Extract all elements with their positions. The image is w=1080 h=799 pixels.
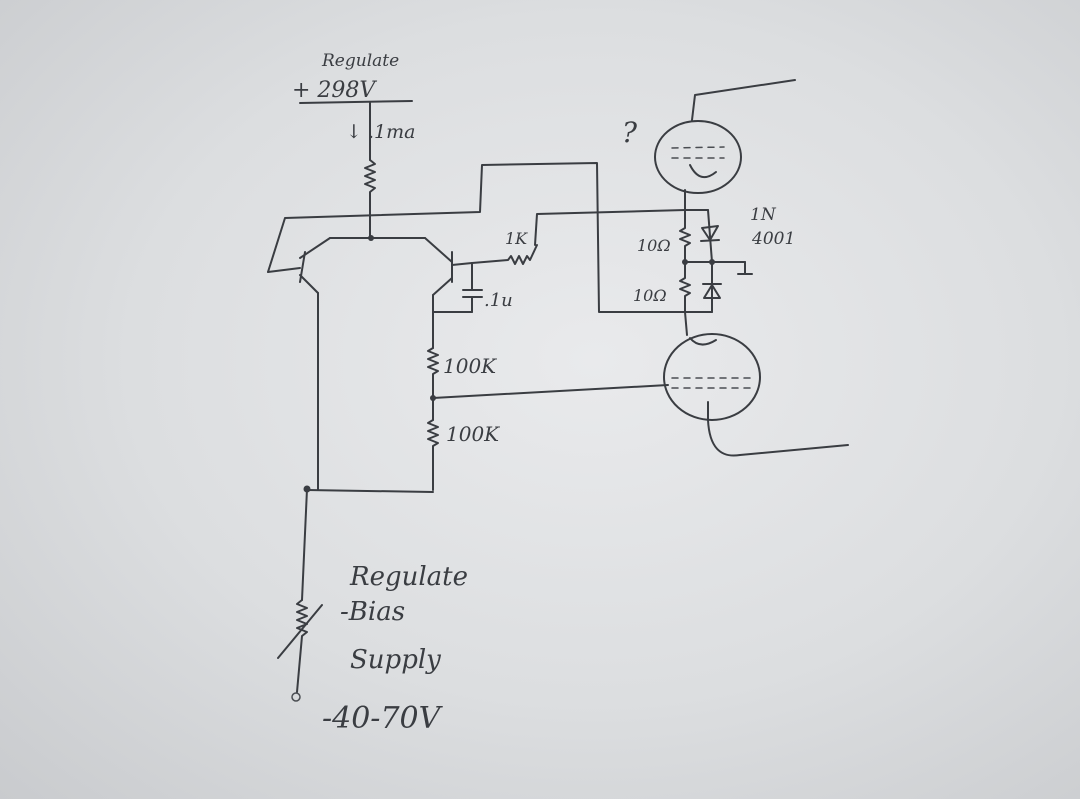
grid-wire: [432, 384, 669, 399]
supply-resistor: [364, 159, 376, 239]
resistor-1k: [471, 244, 538, 265]
diode-bottom: [702, 261, 722, 313]
resistor-10-bottom: [679, 261, 691, 313]
bias-voltage-range: -40-70V: [322, 701, 444, 736]
left-transistor: [267, 237, 331, 491]
label-100k-lower: 100K: [446, 422, 500, 446]
resistor-10-top: [679, 209, 691, 263]
upper-tube: [654, 79, 796, 211]
supply-rail: [299, 100, 413, 161]
tube-question-mark: ?: [622, 116, 638, 149]
label-capacitor: .1u: [484, 290, 513, 311]
label-diode-line1: 1N: [750, 205, 777, 225]
right-transistor: [424, 237, 473, 313]
bias-title-line3: Supply: [350, 645, 441, 675]
resistor-100k-lower: [427, 419, 439, 491]
top-supply-voltage: + 298V: [292, 78, 377, 103]
diode-top: [700, 209, 720, 263]
label-1k: 1K: [505, 229, 528, 248]
lower-tube: [663, 333, 849, 457]
capacitor: [432, 262, 483, 313]
label-10-bottom: 10Ω: [633, 286, 667, 305]
label-diode-line2: 4001: [751, 229, 795, 249]
bias-terminal: [291, 692, 301, 702]
bias-title-line1: Regulate: [349, 562, 468, 592]
top-supply-title: Regulate: [321, 51, 399, 71]
bias-variable-resistor: [296, 599, 308, 693]
feedback-wire: [267, 162, 686, 313]
supply-current: ↓ .1ma: [346, 121, 415, 143]
bias-title-line2: -Bias: [340, 597, 405, 627]
resistor-100k-upper: [427, 347, 439, 399]
label-10-top: 10Ω: [637, 236, 671, 255]
label-100k-upper: 100K: [443, 354, 497, 378]
